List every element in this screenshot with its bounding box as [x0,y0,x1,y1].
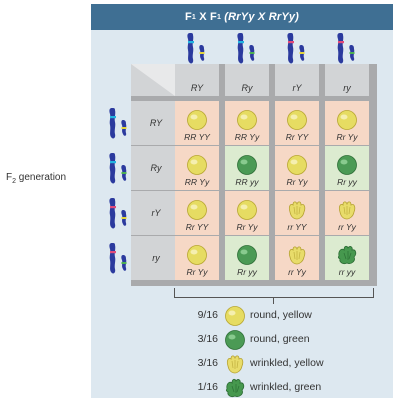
genotype-label: Rr yy [337,177,357,187]
punnett-cell-r2c3: Rr Yy [275,146,319,190]
row-header-2: Ry [131,146,175,190]
genotype-label: RR YY [184,132,210,142]
legend-label: wrinkled, yellow [250,357,324,369]
summary-bracket [174,288,374,298]
gamete-chromosome-icon [106,196,132,235]
punnett-cell-r1c1: RR YY [175,101,219,145]
punnett-cell-r2c2: RR yy [225,146,269,190]
legend-label: round, green [250,333,310,345]
genotype-label: rr yy [338,267,356,277]
genotype-label: Rr YY [185,222,209,232]
round-yellow-pea-icon [186,244,208,266]
round-yellow-pea-icon [236,109,258,131]
round-yellow-pea-icon [186,109,208,131]
punnett-cell-r2c4: Rr yy [325,146,369,190]
round-green-pea-icon [336,154,358,176]
wrinkled-green-pea-icon [336,244,358,266]
title-cross: (RrYy X RrYy) [224,11,300,23]
punnett-cell-r4c2: Rr yy [225,236,269,280]
genotype-label: RR yy [235,177,259,187]
genotype-label: rr YY [287,222,307,232]
punnett-cell-r2c1: RR Yy [175,146,219,190]
punnett-cell-r1c2: RR Yy [225,101,269,145]
corner-cell [131,64,175,96]
round-green-pea-icon [236,154,258,176]
round-yellow-pea-icon [224,305,246,326]
punnett-cell-r3c1: Rr YY [175,191,219,235]
genotype-label: Rr Yy [336,132,358,142]
punnett-cell-r1c4: Rr Yy [325,101,369,145]
punnett-cell-r4c3: rr Yy [275,236,319,280]
genotype-label: Rr yy [237,267,257,277]
punnett-cell-r1c3: Rr YY [275,101,319,145]
round-yellow-pea-icon [186,199,208,221]
legend-ratio: 3/16 [197,333,218,345]
genotype-label: rr Yy [288,267,306,277]
title-f: F [184,11,192,23]
row-header-4: ry [131,236,175,280]
genotype-label: rr Yy [338,222,356,232]
gamete-chromosome-icon [234,31,260,70]
generation-label: F2 generation [6,172,67,185]
gamete-chromosome-icon [334,31,360,70]
punnett-cell-r3c2: Rr Yy [225,191,269,235]
wrinkled-yellow-pea-icon [286,199,308,221]
row-header-1: RY [131,101,175,145]
wrinkled-green-pea-icon [224,377,246,398]
title-sub2: 1 [216,13,222,21]
legend-ratio: 1/16 [197,381,218,393]
round-yellow-pea-icon [286,154,308,176]
genotype-label: Rr Yy [236,222,258,232]
summary-bracket-stem [273,298,275,304]
wrinkled-yellow-pea-icon [224,353,246,374]
title-sub1: 1 [191,13,196,21]
legend-row: 1/16 wrinkled, green [184,377,322,398]
genotype-label: Rr Yy [286,177,308,187]
round-yellow-pea-icon [186,154,208,176]
genotype-label: RR Yy [184,177,210,187]
punnett-cell-r3c3: rr YY [275,191,319,235]
column-header-4: ry [325,64,369,96]
round-green-pea-icon [236,244,258,266]
legend-row: 3/16 round, green [184,329,310,350]
title-mid: X F [195,11,217,23]
column-header-2: Ry [225,64,269,96]
column-header-3: rY [275,64,319,96]
wrinkled-yellow-pea-icon [286,244,308,266]
round-yellow-pea-icon [336,109,358,131]
gamete-chromosome-icon [106,106,132,145]
round-green-pea-icon [224,329,246,350]
gamete-chromosome-icon [284,31,310,70]
legend-ratio: 3/16 [197,357,218,369]
punnett-cell-r4c1: Rr Yy [175,236,219,280]
legend-row: 9/16 round, yellow [184,305,312,326]
genotype-label: RR Yy [234,132,260,142]
round-yellow-pea-icon [236,199,258,221]
legend-row: 3/16 wrinkled, yellow [184,353,324,374]
round-yellow-pea-icon [286,109,308,131]
gamete-chromosome-icon [106,151,132,190]
legend-label: round, yellow [250,309,312,321]
punnett-cell-r3c4: rr Yy [325,191,369,235]
legend-ratio: 9/16 [197,309,218,321]
wrinkled-yellow-pea-icon [336,199,358,221]
legend-label: wrinkled, green [250,381,322,393]
gamete-chromosome-icon [184,31,210,70]
punnett-cell-r4c4: rr yy [325,236,369,280]
genotype-label: Rr Yy [186,267,208,277]
genotype-label: Rr YY [285,132,309,142]
row-header-3: rY [131,191,175,235]
gamete-chromosome-icon [106,241,132,280]
column-header-1: RY [175,64,219,96]
